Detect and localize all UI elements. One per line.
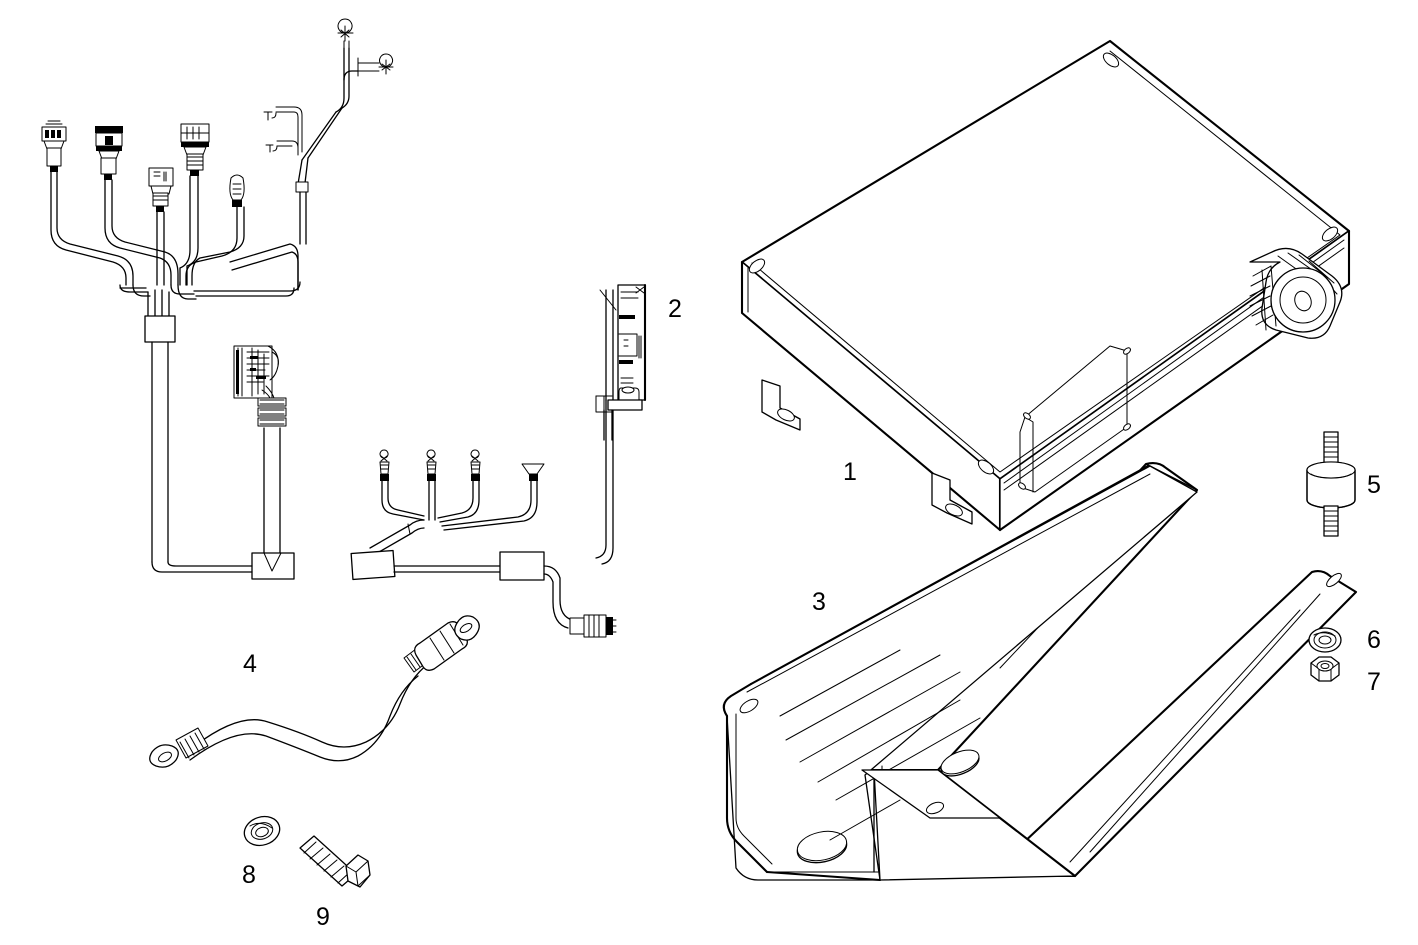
callout-5: 5 [1367, 471, 1381, 499]
harness-connector-d [180, 123, 210, 176]
part-6-washer [1308, 627, 1342, 653]
part-9-hex-bolt [299, 835, 371, 888]
control-box-knurled-connector [1249, 247, 1343, 339]
wiring-harness [41, 18, 647, 638]
part-5-vibration-mount [1306, 431, 1356, 537]
harness-trunk-box [151, 561, 253, 573]
part-3-mounting-bracket [722, 462, 1358, 882]
harness-connector-b [95, 126, 123, 180]
harness-ring-terminals-top [337, 18, 394, 77]
harness-relay-module [233, 345, 287, 554]
harness-connector-a [41, 120, 67, 172]
callout-4: 4 [243, 650, 257, 678]
harness-angled-plug [569, 614, 617, 638]
harness-lower-terminals [379, 449, 545, 481]
harness-junction-box-left [251, 552, 295, 580]
part-4-ground-cable [149, 615, 480, 768]
harness-hook-terminals [263, 106, 303, 156]
control-box-mount-tab-right [931, 472, 973, 525]
callout-3: 3 [812, 588, 826, 616]
callout-7: 7 [1367, 668, 1381, 696]
callout-1: 1 [843, 458, 857, 486]
callout-2: 2 [668, 295, 682, 323]
part-2-connector-terminal-strip [595, 283, 647, 441]
ground-cable-terminal-left [149, 727, 209, 768]
harness-junction-box-mid [350, 549, 396, 581]
control-box-mount-tab-left [761, 379, 801, 431]
harness-junction-box-right [499, 551, 545, 581]
part-1-control-box [740, 39, 1351, 532]
ground-cable-inline-connector [403, 615, 480, 673]
harness-connector-c [148, 167, 174, 212]
part-7-hex-nut [1310, 656, 1340, 682]
callout-9: 9 [316, 903, 330, 931]
callout-6: 6 [1367, 626, 1381, 654]
part-8-flat-washer [243, 815, 281, 847]
callout-8: 8 [242, 861, 256, 889]
harness-terminal-e [229, 174, 245, 207]
harness-sleeve [144, 315, 176, 343]
